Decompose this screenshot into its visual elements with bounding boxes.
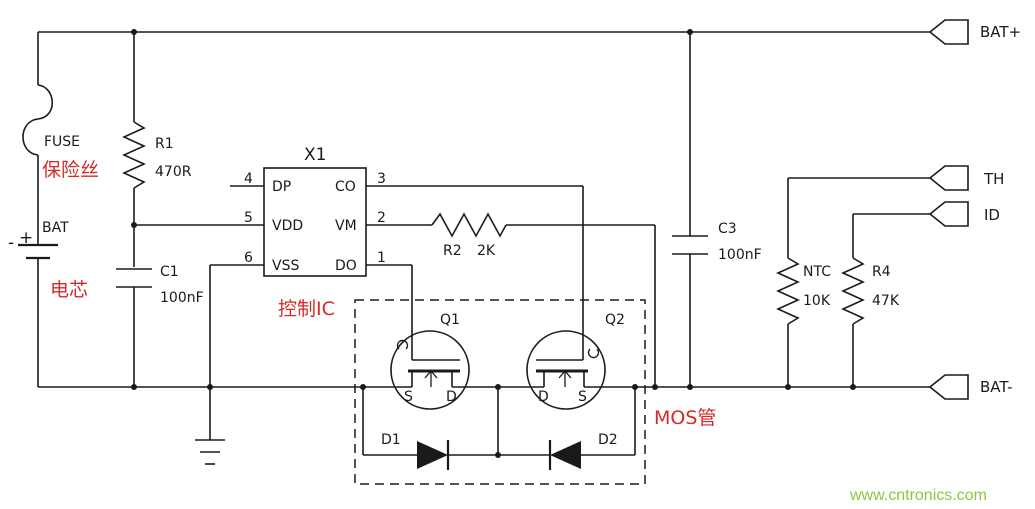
ic-pin-5-number: 5 bbox=[244, 210, 253, 226]
r2-resistor bbox=[431, 212, 656, 387]
ic-pin-3-number: 3 bbox=[377, 171, 386, 187]
terminal-bat-minus-label: BAT- bbox=[980, 378, 1013, 396]
ic-wiring bbox=[134, 185, 584, 440]
d1-name: D1 bbox=[381, 432, 401, 448]
c1-capacitor bbox=[116, 268, 152, 387]
terminal-bat-plus bbox=[928, 19, 969, 45]
q2-pin-s: S bbox=[578, 389, 587, 405]
d1-diode bbox=[417, 440, 450, 470]
terminal-id-label: ID bbox=[984, 206, 1000, 224]
q2-name: Q2 bbox=[605, 312, 625, 328]
q1-pin-d: D bbox=[446, 389, 457, 405]
ic-x1 bbox=[263, 167, 367, 277]
battery-symbol bbox=[18, 228, 58, 387]
mos-dashed-box bbox=[354, 299, 646, 485]
ic-cn-label: 控制IC bbox=[278, 298, 335, 320]
ntc-value: 10K bbox=[803, 293, 831, 309]
fuse-symbol bbox=[22, 32, 53, 228]
ic-pin-do-name: DO bbox=[335, 258, 357, 274]
q2-mosfet bbox=[526, 330, 608, 410]
fuse-label: FUSE bbox=[44, 134, 80, 150]
r4-resistor bbox=[841, 213, 930, 387]
r1-value: 470R bbox=[155, 164, 192, 180]
battery-label: BAT bbox=[42, 220, 69, 236]
r4-name: R4 bbox=[872, 264, 891, 280]
ground-icon bbox=[195, 439, 225, 465]
ntc-thermistor bbox=[776, 177, 930, 387]
ic-pin-vss-name: VSS bbox=[272, 258, 299, 274]
c3-name: C3 bbox=[718, 221, 737, 237]
terminal-th-label: TH bbox=[983, 170, 1004, 188]
r1-resistor bbox=[122, 32, 146, 267]
q1-pin-s: S bbox=[404, 389, 413, 405]
ic-pin-dp-name: DP bbox=[272, 179, 291, 195]
fuse-cn-label: 保险丝 bbox=[42, 159, 99, 181]
ic-pin-vdd-name: VDD bbox=[272, 218, 303, 234]
q1-name: Q1 bbox=[440, 312, 460, 328]
watermark: www.cntronics.com bbox=[849, 487, 987, 504]
ic-name: X1 bbox=[304, 145, 326, 165]
ic-pin-1-number: 1 bbox=[377, 250, 386, 266]
c1-name: C1 bbox=[160, 264, 179, 280]
terminal-bat-minus bbox=[928, 374, 969, 400]
battery-plus-sign: + bbox=[19, 228, 33, 248]
r4-value: 47K bbox=[872, 293, 900, 309]
c1-value: 100nF bbox=[160, 290, 204, 306]
terminal-th bbox=[928, 165, 969, 191]
terminal-id bbox=[928, 201, 969, 227]
battery-cn-label: 电芯 bbox=[50, 279, 88, 301]
ic-pin-vm-name: VM bbox=[335, 218, 357, 234]
r1-name: R1 bbox=[155, 136, 174, 152]
r2-name: R2 bbox=[443, 243, 462, 259]
ic-pin-2-number: 2 bbox=[377, 210, 386, 226]
ic-pin-4-number: 4 bbox=[244, 171, 253, 187]
ntc-name: NTC bbox=[803, 264, 831, 280]
c3-capacitor bbox=[672, 32, 708, 387]
battery-minus-sign: - bbox=[8, 233, 14, 253]
junction-dots bbox=[131, 29, 856, 458]
r2-value: 2K bbox=[477, 243, 496, 259]
ic-pin-co-name: CO bbox=[335, 179, 356, 195]
d2-diode bbox=[548, 440, 581, 470]
q2-pin-d: D bbox=[538, 389, 549, 405]
mos-cn-label: MOS管 bbox=[654, 407, 716, 429]
c3-value: 100nF bbox=[718, 247, 762, 263]
terminal-bat-plus-label: BAT+ bbox=[980, 23, 1021, 41]
ic-pin-6-number: 6 bbox=[244, 250, 253, 266]
d2-name: D2 bbox=[598, 432, 618, 448]
